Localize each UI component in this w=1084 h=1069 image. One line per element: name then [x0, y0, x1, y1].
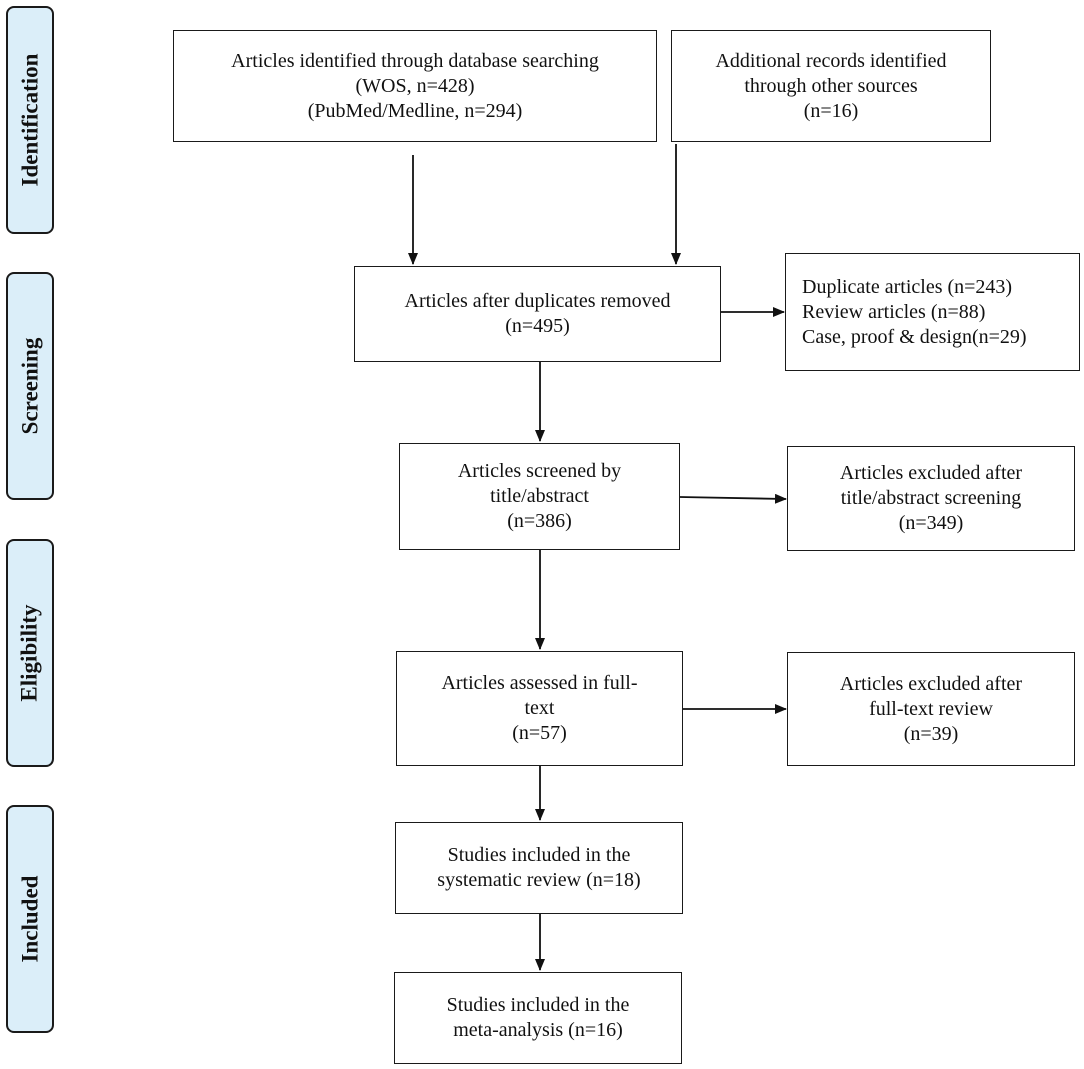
box-line: Duplicate articles (n=243) [802, 275, 1013, 298]
box-line: through other sources [744, 74, 918, 97]
box-line: text [524, 697, 555, 719]
box-fulltext: Articles assessed in full- text (n=57) [396, 651, 683, 766]
box-line: title/abstract screening [840, 487, 1022, 509]
box-duplicates-removed: Articles after duplicates removed (n=495… [354, 266, 721, 362]
phase-screening: Screening [6, 272, 54, 500]
box-line: (n=386) [507, 510, 572, 532]
box-excluded-duplicates: Duplicate articles (n=243) Review articl… [785, 253, 1080, 371]
box-line: systematic review (n=18) [437, 869, 641, 891]
box-line: Studies included in the [446, 994, 630, 1016]
box-line: full-text review [869, 697, 993, 720]
box-line: Articles after duplicates removed [404, 290, 671, 312]
box-line: (n=349) [898, 512, 964, 534]
phase-included: Included [6, 805, 54, 1033]
box-line: (n=39) [903, 722, 959, 745]
box-line: Review articles (n=88) [802, 300, 986, 323]
box-excluded-fulltext: Articles excluded after full-text review… [787, 652, 1075, 766]
box-meta-analysis: Studies included in the meta-analysis (n… [394, 972, 682, 1064]
box-line: Articles assessed in full- [441, 672, 638, 694]
box-other-sources: Additional records identified through ot… [671, 30, 991, 142]
box-database-search: Articles identified through database sea… [173, 30, 657, 142]
arrow-screened-to-excluded [679, 493, 787, 504]
box-excluded-screening: Articles excluded after title/abstract s… [787, 446, 1075, 551]
box-line: Studies included in the [447, 844, 631, 866]
box-line: (n=16) [803, 99, 859, 122]
box-line: (WOS, n=428) [355, 74, 475, 97]
box-line: meta-analysis (n=16) [453, 1019, 623, 1041]
box-line: Articles excluded after [839, 462, 1023, 484]
box-line: Articles screened by [457, 460, 622, 482]
phase-identification: Identification [6, 6, 54, 234]
box-line: (n=57) [512, 722, 567, 744]
box-line: Articles excluded after [839, 672, 1023, 695]
box-line: (PubMed/Medline, n=294) [307, 99, 523, 122]
box-line: (n=495) [505, 315, 570, 337]
box-screened: Articles screened by title/abstract (n=3… [399, 443, 680, 550]
phase-eligibility: Eligibility [6, 539, 54, 767]
box-line: Articles identified through database sea… [231, 49, 599, 72]
box-line: Case, proof & design(n=29) [802, 325, 1027, 348]
box-line: title/abstract [490, 485, 589, 507]
box-line: Additional records identified [715, 49, 947, 72]
box-systematic-review: Studies included in the systematic revie… [395, 822, 683, 914]
